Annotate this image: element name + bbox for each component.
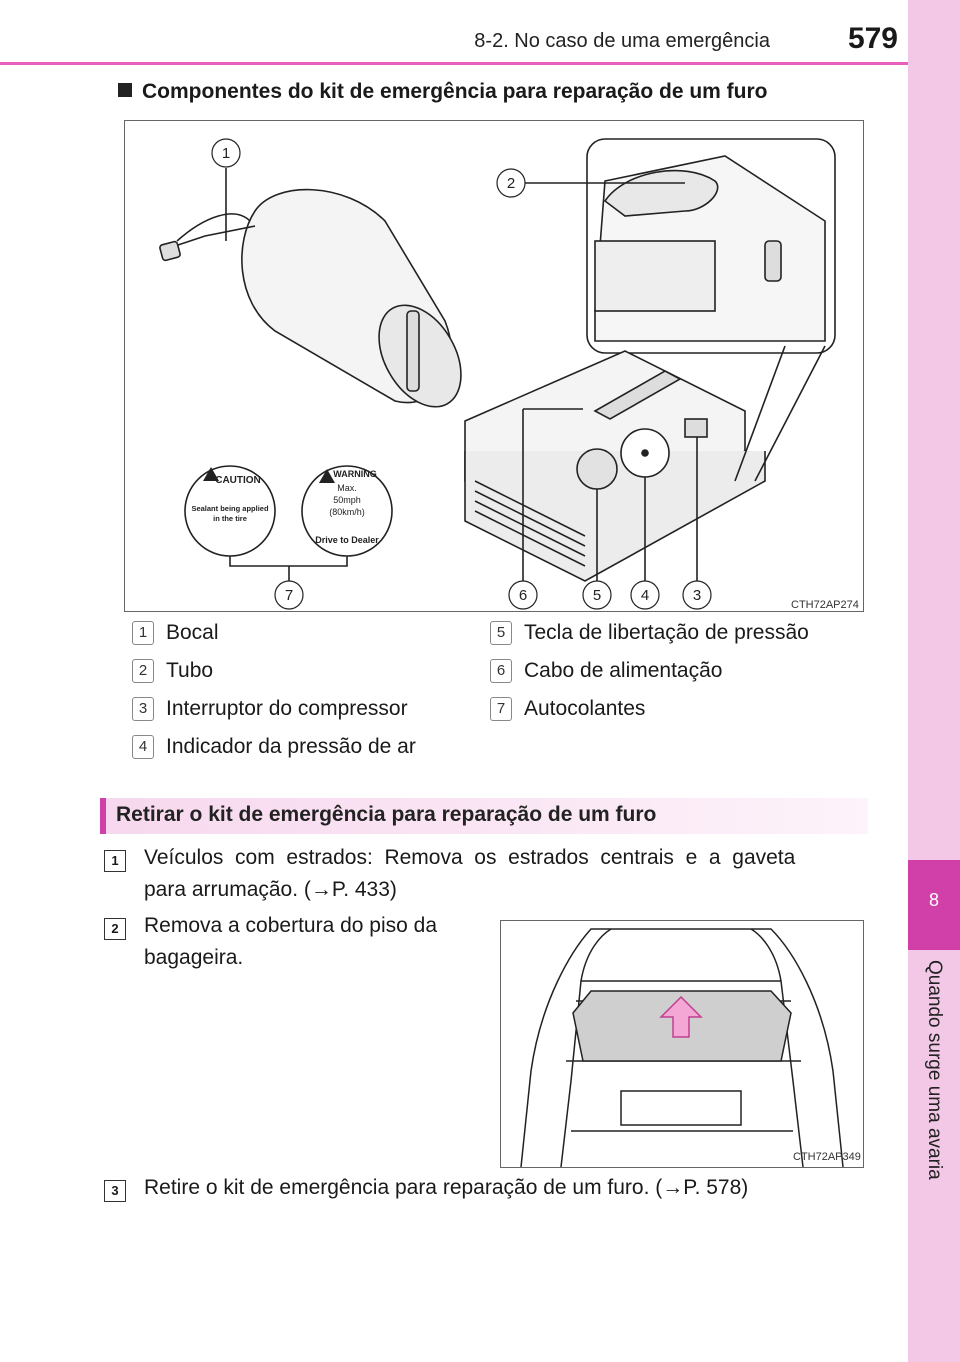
caution-sticker-line1: Sealant being applied	[191, 504, 269, 513]
callout-layer: 1 2 3 4 5 6 7 CAUTION Sealant being appl…	[191, 138, 712, 610]
luggage-illustration	[520, 928, 844, 1167]
kit-components-figure: 1 2 3 4 5 6 7 CAUTION Sealant being appl…	[124, 120, 864, 612]
header-section-title: 8-2. No caso de uma emergência	[474, 30, 770, 52]
compressor-drawing	[464, 350, 766, 582]
kit-illustration	[159, 138, 836, 583]
sealant-bottle-drawing	[159, 188, 462, 408]
callout-6: 6	[519, 587, 527, 604]
warning-sticker-line2: 50mph	[333, 495, 361, 505]
caution-sticker-line2: in the tire	[213, 514, 247, 523]
figure2-code: CTH72AP349	[793, 1151, 861, 1163]
warning-sticker-line3: (80km/h)	[329, 507, 365, 517]
chapter-tab-marker	[908, 860, 960, 950]
step-text: Remova a cobertura do piso da bagageira.	[144, 914, 438, 969]
figure1-code: CTH72AP274	[791, 599, 859, 611]
step-number: 1	[104, 850, 126, 872]
step-text: Retire o kit de emergência para reparaçã…	[144, 1176, 749, 1199]
caution-sticker-title: CAUTION	[215, 475, 261, 486]
callout-5: 5	[593, 587, 601, 604]
warning-triangle-icon	[319, 469, 335, 483]
callout-2: 2	[507, 175, 515, 192]
procedure-banner	[100, 798, 868, 834]
chapter-side-tab	[908, 0, 960, 1362]
callout-3: 3	[693, 587, 701, 604]
page-number: 579	[847, 22, 898, 55]
procedure-banner-title: Retirar o kit de emergência para reparaç…	[116, 803, 657, 826]
up-arrow-icon	[659, 995, 703, 1038]
warning-sticker-footer: Drive to Dealer	[315, 535, 379, 545]
callout-4: 4	[641, 587, 649, 604]
caution-triangle-icon	[203, 467, 219, 481]
step-text: Veículos com estrados: Remova os estrado…	[144, 846, 796, 901]
step-number: 2	[104, 918, 126, 940]
inset-detail-drawing	[586, 138, 836, 354]
section-heading: Componentes do kit de emergência para re…	[118, 80, 878, 104]
callout-7: 7	[285, 587, 293, 604]
chapter-number: 8	[928, 890, 939, 910]
step-number: 3	[104, 1180, 126, 1202]
header-rule	[0, 62, 908, 65]
section-heading-text: Componentes do kit de emergência para re…	[142, 80, 768, 103]
warning-sticker-line1: Max.	[337, 483, 357, 493]
square-bullet-icon	[118, 83, 132, 97]
callout-1: 1	[222, 145, 230, 162]
luggage-cover-figure: CTH72AP349	[500, 920, 864, 1168]
warning-sticker-title: WARNING	[333, 469, 377, 479]
chapter-label: Quando surge uma avaria	[924, 960, 945, 1180]
